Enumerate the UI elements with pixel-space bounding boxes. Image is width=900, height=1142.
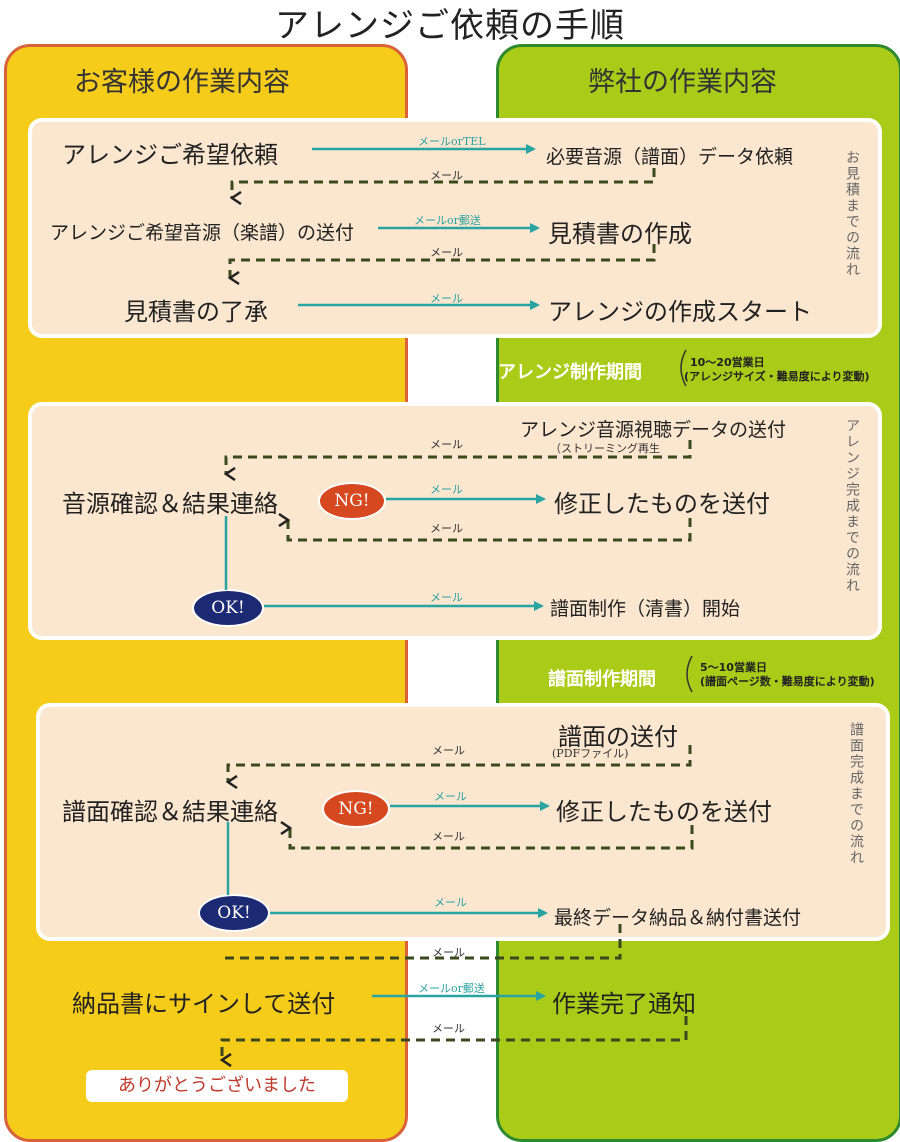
send-fixed-1: 修正したものを送付 bbox=[554, 490, 770, 518]
send-score-sub: (PDFファイル) bbox=[552, 747, 629, 760]
ok-badge-1: OK! bbox=[192, 589, 264, 627]
note-mail-13: メール bbox=[432, 1022, 465, 1035]
section3-side-label: 譜面完成までの流れ bbox=[848, 722, 864, 866]
estimate-create: 見積書の作成 bbox=[548, 220, 692, 248]
period1-label: アレンジ制作期間 bbox=[498, 362, 642, 383]
final-delivery: 最終データ納品＆納付書送付 bbox=[554, 907, 802, 929]
period1-days: 10～20営業日 bbox=[690, 356, 765, 369]
note-mail-5: メール bbox=[430, 483, 463, 496]
page-title: アレンジご依頼の手順 bbox=[275, 6, 625, 46]
note-mail-4: メール bbox=[430, 438, 463, 451]
company-column-header: 弊社の作業内容 bbox=[588, 67, 777, 98]
ng-badge-2: NG! bbox=[322, 790, 390, 828]
arrange-start: アレンジの作成スタート bbox=[548, 298, 812, 326]
send-listen-data-sub: （ストリーミング再生 bbox=[550, 442, 660, 455]
note-mail-7: メール bbox=[430, 591, 463, 604]
note-mail-or-post-1: メールor郵送 bbox=[414, 214, 481, 227]
note-mail-9: メール bbox=[434, 790, 467, 803]
note-mail-or-post-2: メールor郵送 bbox=[418, 982, 485, 995]
period2-days: 5～10営業日 bbox=[700, 661, 767, 674]
note-mail-or-tel: メールorTEL bbox=[418, 135, 486, 148]
period1-detail: (アレンジサイズ・難易度により変動) bbox=[684, 370, 870, 383]
thanks-label: ありがとうございました bbox=[86, 1070, 348, 1102]
audio-confirm: 音源確認＆結果連絡 bbox=[62, 490, 278, 518]
customer-column-header: お客様の作業内容 bbox=[74, 67, 290, 98]
note-mail-10: メール bbox=[432, 830, 465, 843]
score-confirm: 譜面確認＆結果連絡 bbox=[62, 798, 278, 826]
note-mail-1: メール bbox=[430, 169, 463, 182]
note-mail-12: メール bbox=[432, 946, 465, 959]
arrange-request: アレンジご希望依頼 bbox=[62, 141, 278, 169]
section1-side-label: お見積までの流れ bbox=[844, 150, 860, 278]
send-fixed-2: 修正したものを送付 bbox=[556, 798, 772, 826]
score-start: 譜面制作（清書）開始 bbox=[550, 598, 741, 620]
ok-badge-2: OK! bbox=[198, 894, 270, 932]
send-source: アレンジご希望音源（楽譜）の送付 bbox=[50, 222, 355, 244]
ng-badge-1: NG! bbox=[318, 482, 386, 520]
note-mail-2: メール bbox=[430, 246, 463, 259]
note-mail-3: メール bbox=[430, 292, 463, 305]
period2-label: 譜面制作期間 bbox=[548, 669, 656, 690]
sign-and-send: 納品書にサインして送付 bbox=[72, 990, 336, 1018]
section2-side-label: アレンジ完成までの流れ bbox=[844, 418, 860, 594]
send-listen-data: アレンジ音源視聴データの送付 bbox=[520, 419, 787, 441]
data-request: 必要音源（譜面）データ依頼 bbox=[546, 146, 794, 168]
estimate-accept: 見積書の了承 bbox=[124, 298, 268, 326]
note-mail-8: メール bbox=[432, 744, 465, 757]
period2-detail: (譜面ページ数・難易度により変動) bbox=[700, 675, 875, 688]
work-complete: 作業完了通知 bbox=[552, 990, 696, 1018]
note-mail-11: メール bbox=[434, 896, 467, 909]
note-mail-6: メール bbox=[430, 522, 463, 535]
